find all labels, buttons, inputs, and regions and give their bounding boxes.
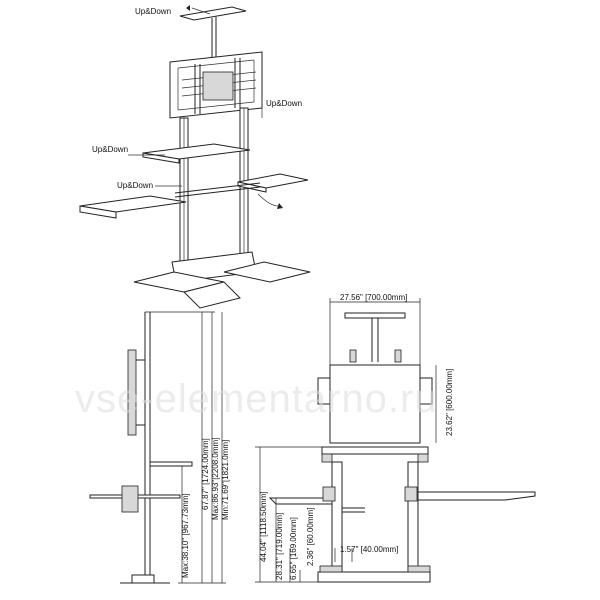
- front-camera-shelf: [344, 312, 406, 319]
- dim-44-04: 44.04" [1118.50mm]: [259, 491, 268, 562]
- side-base: [131, 574, 155, 584]
- side-view: Max:38.10" [967.73mm] 67.87" [1724.00mm]…: [89, 311, 230, 584]
- dim-max-86-93: Max:86.93"[2208.0mm]: [211, 438, 220, 520]
- front-column-left: [331, 461, 343, 575]
- front-column-right: [407, 461, 419, 575]
- dim-max-38: Max:38.10" [967.73mm]: [181, 493, 190, 578]
- dim-1-57: 1.57" [40.00mm]: [340, 545, 398, 554]
- isometric-view: Up&Down Up&Down Up&Down: [79, 5, 311, 309]
- watermark: vse-elementarno.ru: [75, 377, 438, 421]
- front-shelf-left: [268, 497, 333, 505]
- camera-shelf: [179, 6, 247, 21]
- dim-screen-600: 23.62" [600.00mm]: [445, 369, 454, 436]
- side-screen: [127, 349, 137, 436]
- callout-up-down-top: Up&Down: [135, 7, 171, 16]
- callout-up-down-shelf: Up&Down: [117, 181, 153, 190]
- dim-28-31: 28.31" [719.00mm]: [275, 513, 284, 580]
- front-base: [317, 571, 431, 583]
- callout-up-down-right: Up&Down: [266, 99, 302, 108]
- dim-67-87: 67.87" [1724.00mm]: [201, 438, 210, 510]
- base-foot-right: [223, 261, 311, 283]
- dim-2-36: 2.36" [60.00mm]: [306, 508, 315, 566]
- dim-min-71-69: Min:71.69"[1821.0mm]: [221, 440, 230, 520]
- front-view: 27.56" [700.00mm] 23.62" [600.00mm]: [255, 293, 536, 583]
- dim-width-700: 27.56" [700.00mm]: [340, 293, 407, 302]
- front-shelf-right: [417, 491, 536, 501]
- dim-6-65: 6.65" [169.00mm]: [289, 517, 298, 580]
- front-mid-tray: [321, 446, 429, 455]
- callout-up-down-left: Up&Down: [92, 145, 128, 154]
